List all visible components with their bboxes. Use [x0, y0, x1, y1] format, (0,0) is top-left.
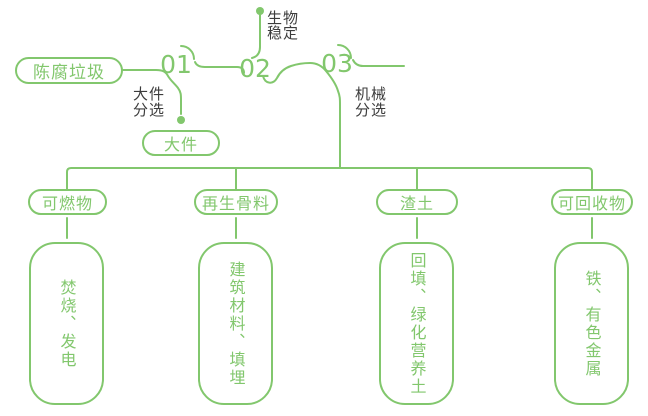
- arc-over-01: [180, 45, 195, 60]
- node-bulky-items: 大件: [142, 130, 220, 156]
- step-number-03: 03: [321, 49, 353, 78]
- output-box-combustibles: 焚烧、发电: [29, 242, 104, 405]
- output-text-slag-soil: 回填、绿化营养土: [407, 251, 427, 396]
- line-02-to-03-down: [262, 61, 341, 169]
- label-bulky-sorting: 大件 分选: [133, 85, 166, 119]
- node-recyclables: 可回收物: [551, 189, 633, 215]
- node-slag-soil: 渣土: [376, 189, 458, 215]
- output-text-recyclables: 铁、有色金属: [582, 269, 602, 378]
- label-mechanical-sorting: 机械 分选: [355, 85, 388, 119]
- node-recycled-aggregate: 再生骨料: [194, 189, 278, 215]
- output-text-recycled-aggregate: 建筑材料、填埋: [226, 260, 246, 387]
- step-number-01: 01: [160, 50, 192, 79]
- arc-over-03: [337, 44, 352, 59]
- output-box-recyclables: 铁、有色金属: [554, 242, 629, 405]
- dot-bio-branch: [256, 7, 264, 15]
- node-aged-waste: 陈腐垃圾: [15, 57, 123, 84]
- line-01-to-02: [194, 61, 245, 74]
- output-box-recycled-aggregate: 建筑材料、填埋: [198, 242, 273, 405]
- output-text-combustibles: 焚烧、发电: [57, 278, 77, 369]
- line-03-out: [352, 59, 405, 67]
- node-combustibles: 可燃物: [28, 189, 107, 215]
- step-number-02: 02: [239, 54, 271, 83]
- line-source-to-bulky: [122, 69, 182, 115]
- line-bio-branch: [251, 14, 261, 59]
- dot-bulky-branch: [177, 116, 185, 124]
- label-bio-stabilization: 生物 稳定: [267, 9, 300, 42]
- distribution-bar: [66, 167, 593, 190]
- output-box-slag-soil: 回填、绿化营养土: [379, 242, 454, 405]
